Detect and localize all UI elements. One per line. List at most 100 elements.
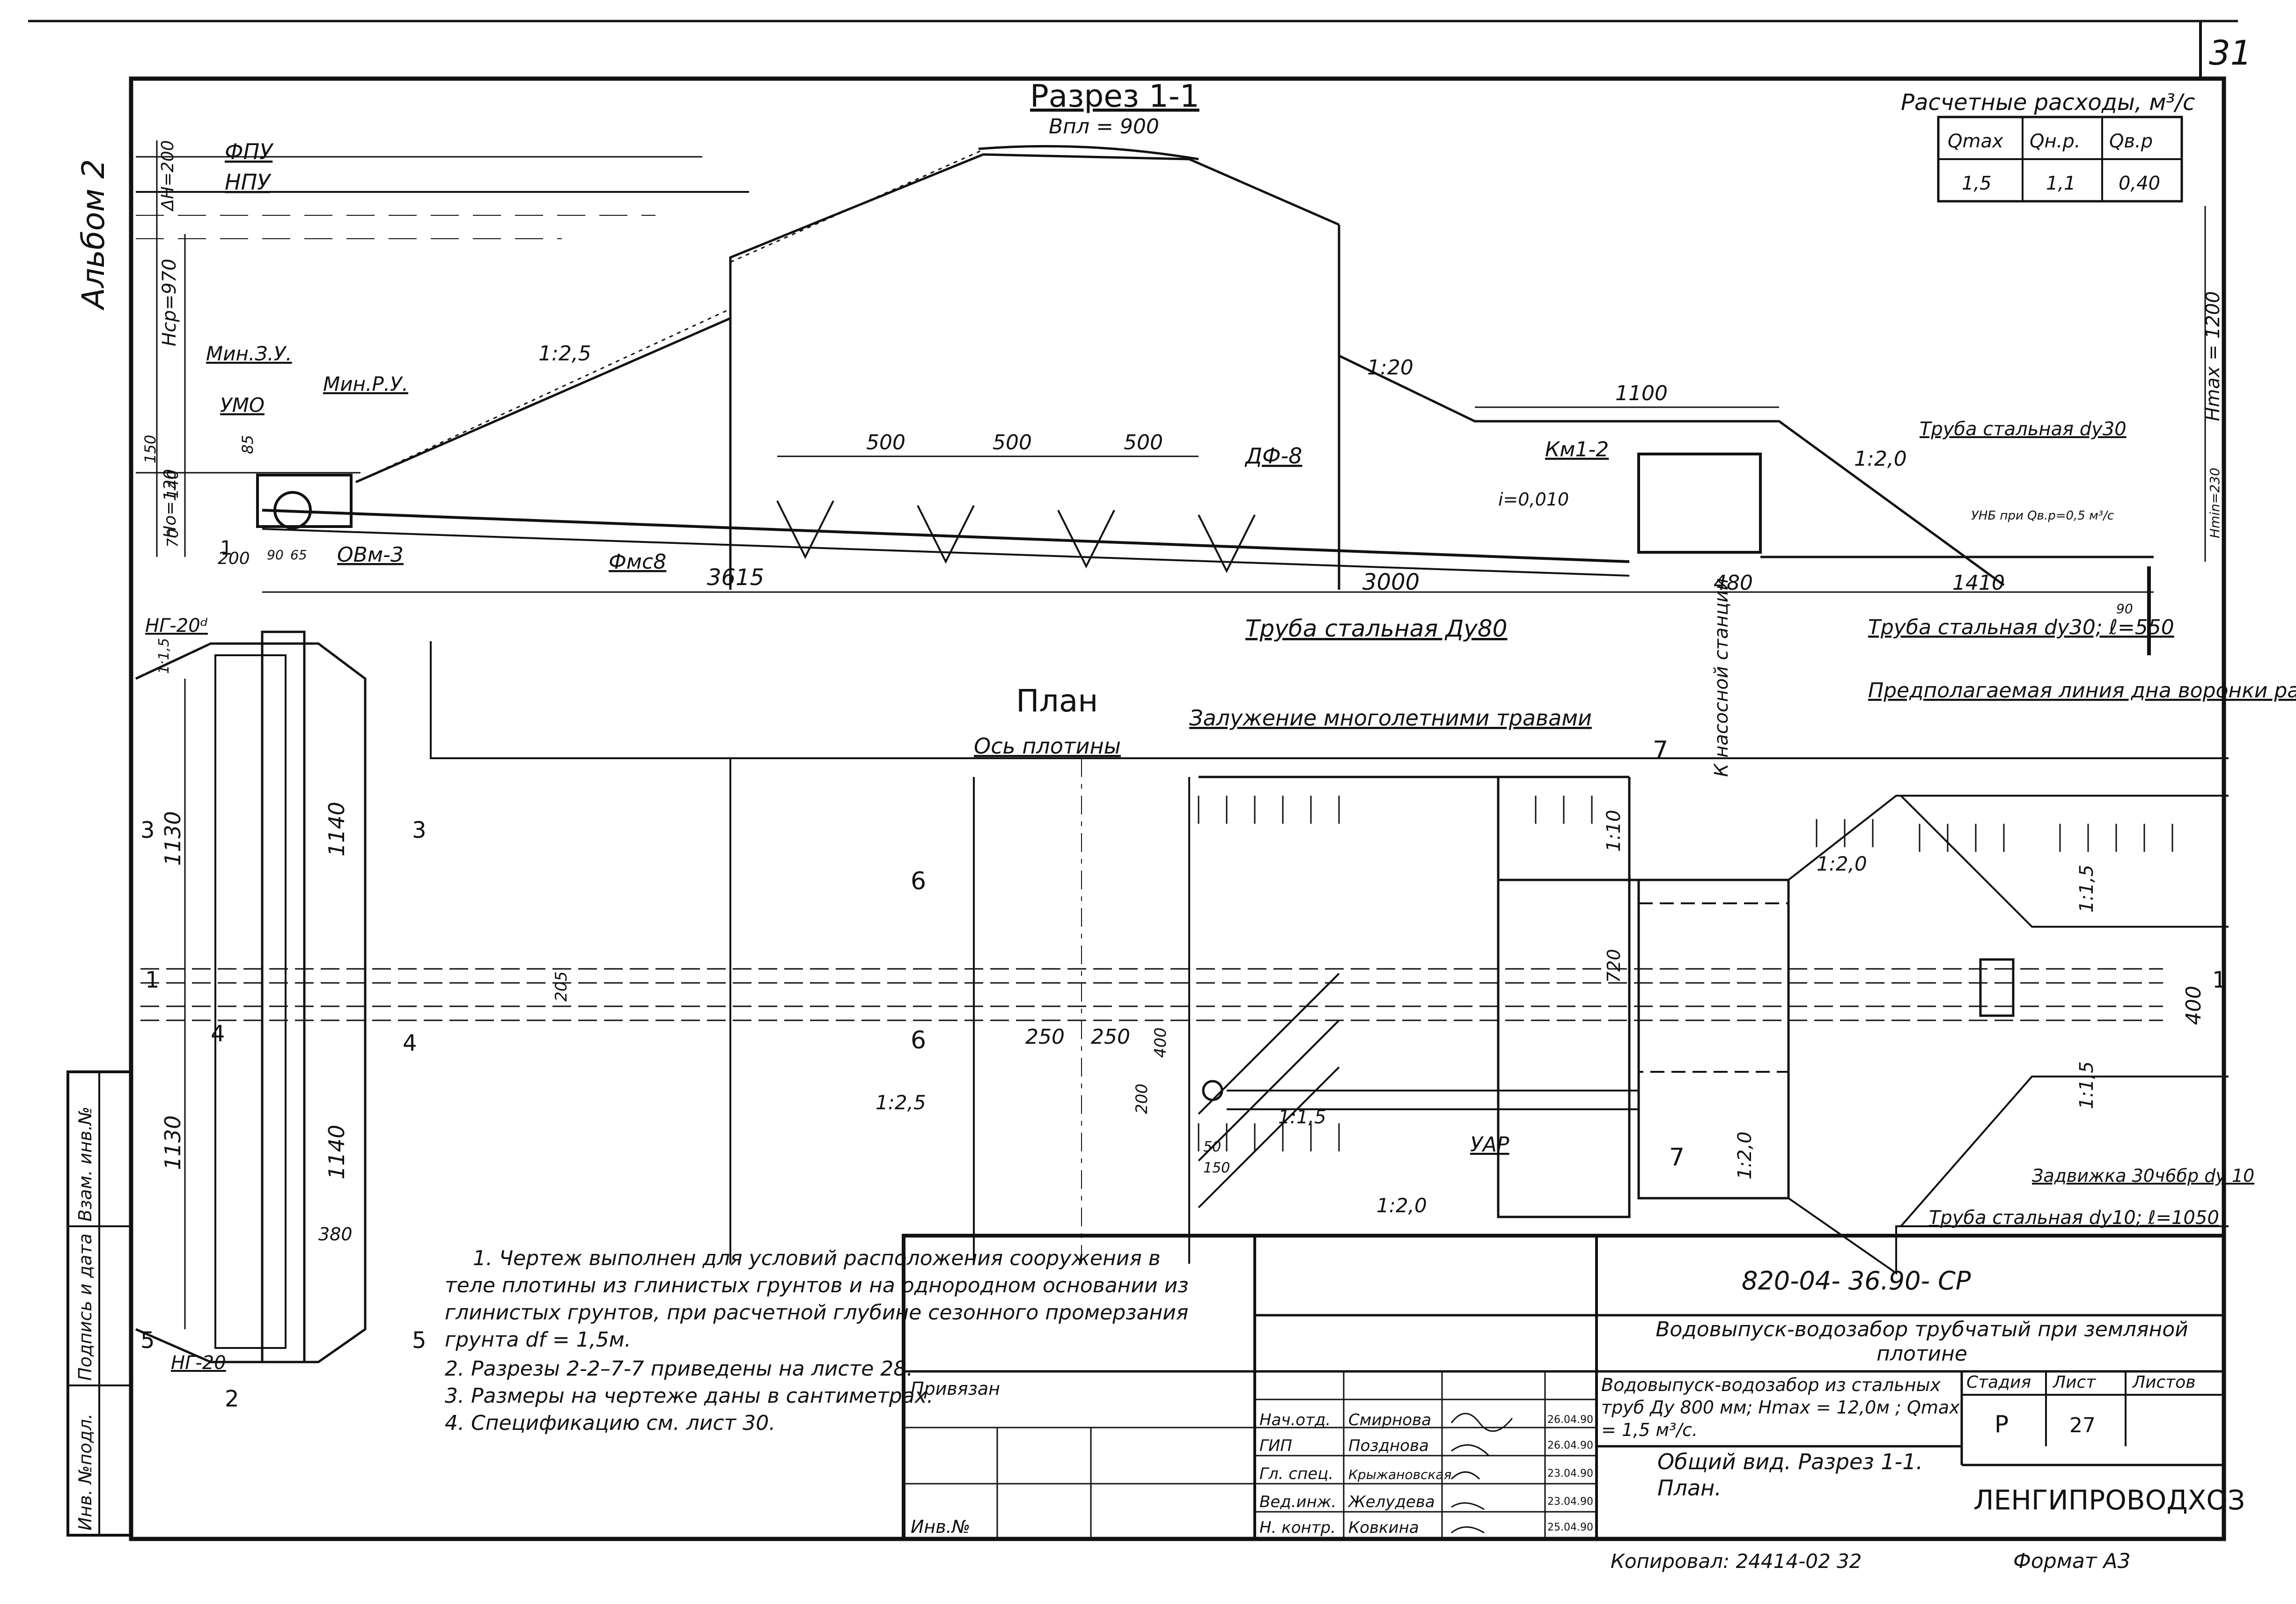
label-pipe-dy80: Труба стальная Ду80 xyxy=(1245,615,1508,642)
dim-150: 150 xyxy=(141,435,159,463)
general-notes: 1. Чертеж выполнен для условий расположе… xyxy=(445,1246,1189,1435)
plan-slope-1: 1:10 xyxy=(1603,810,1625,852)
label-pipe-dy10: Труба стальная dу10; ℓ=1050 xyxy=(1929,1207,2219,1229)
plan-dim-205: 205 xyxy=(552,971,571,1002)
dim-1410: 1410 xyxy=(1952,571,2005,595)
sig-name-4: Ковкина xyxy=(1348,1518,1419,1537)
label-ovm: ОВм-3 xyxy=(337,543,404,567)
label-pipe-dy30-top: Труба стальная dу30 xyxy=(1920,418,2127,440)
level-min-zu: Мин.З.У. xyxy=(206,342,292,365)
sig-name-1: Позднова xyxy=(1348,1436,1429,1455)
flow-value-qvr: 0,40 xyxy=(2119,173,2160,194)
dim-90: 90 xyxy=(267,547,284,563)
cut-5-right: 5 xyxy=(412,1327,427,1354)
cut-3-left: 3 xyxy=(140,817,155,843)
plan-dim-1140-top: 1140 xyxy=(324,802,349,857)
level-min-ru: Мин.Р.У. xyxy=(323,373,408,396)
sheet-value: 27 xyxy=(2069,1414,2096,1437)
dim-200: 200 xyxy=(218,549,250,568)
plan-labels: Залужение многолетними травами Ось плоти… xyxy=(145,578,2254,1374)
plan-dim-400-left: 400 xyxy=(1151,1027,1170,1058)
stamp-inv-podl: Инв. №подл. xyxy=(75,1414,96,1531)
label-valve: Задвижка 30ч6бр dу 10 xyxy=(2032,1165,2254,1186)
cut-5-left: 5 xyxy=(140,1327,155,1354)
note-4: 4. Спецификацию см. лист 30. xyxy=(445,1411,776,1435)
label-to-pump: К насосной станции xyxy=(1711,578,1732,777)
sig-name-0: Смирнова xyxy=(1348,1411,1431,1429)
sig-date-3: 23.04.90 xyxy=(1547,1496,1593,1508)
plan-dim-1130-bottom: 1130 xyxy=(160,1115,185,1170)
plan-dim-50: 50 xyxy=(1203,1139,1221,1155)
stamp-replaced-inv: Взам. инв.№ xyxy=(75,1106,96,1222)
level-fpu: ФПУ xyxy=(225,139,274,164)
plan-slope-6: 1:2,0 xyxy=(1734,1131,1756,1179)
album-label: Альбом 2 xyxy=(75,159,111,311)
water-levels: ФПУ НПУ Мин.З.У. УМО Мин.Р.У. xyxy=(136,139,749,474)
drawing-code: 820-04- 36.90- СР xyxy=(1742,1266,1971,1296)
copied-by: Копировал: 24414-02 32 xyxy=(1611,1550,1862,1573)
flow-table-title: Расчетные расходы, м³/с xyxy=(1901,89,2195,116)
dim-delta-h: ΔН=200 xyxy=(158,140,177,212)
cut-6-bottom: 6 xyxy=(911,1026,926,1055)
cut-7-bottom: 7 xyxy=(1669,1143,1685,1172)
label-ng20: НГ-20 xyxy=(171,1352,226,1374)
sheet-number: 31 xyxy=(2209,33,2252,73)
sig-date-4: 25.04.90 xyxy=(1547,1522,1593,1533)
sig-name-3: Желудева xyxy=(1347,1493,1435,1511)
label-fms: Фмс8 xyxy=(609,550,666,574)
sig-role-4: Н. контр. xyxy=(1259,1518,1336,1537)
label-ng20d: НГ-20ᵈ xyxy=(145,615,208,637)
sheets-label: Листов xyxy=(2132,1373,2195,1392)
label-hmax: Hmax = 1200 xyxy=(2202,291,2224,421)
title-block: 820-04- 36.90- СР Водовыпуск-водозабор т… xyxy=(902,1234,2245,1541)
plan-structure xyxy=(135,630,2229,1363)
flow-header-qvr: Qв.р xyxy=(2109,131,2153,152)
section-dimensions: 500 500 500 1100 3615 3000 480 1410 200 … xyxy=(218,381,2154,616)
plan-dim-720: 720 xyxy=(1604,949,1624,983)
flow-header-qmax: Qmax xyxy=(1948,131,2003,152)
plan-slopes: 1:1,5 1:10 1:2,0 1:1,5 1:1,5 1:1,5 1:2,0… xyxy=(156,638,2097,1217)
dim-500-c: 500 xyxy=(1124,431,1163,454)
label-grass: Залужение многолетними травами xyxy=(1189,705,1592,731)
note-3: 3. Размеры на чертеже даны в сантиметрах… xyxy=(445,1384,934,1408)
label-km: Км1-2 xyxy=(1545,438,1609,461)
plan-dim-250-b: 250 xyxy=(1091,1025,1130,1049)
slope-upstream: 1:2,5 xyxy=(538,342,591,366)
cut-6-top: 6 xyxy=(911,867,926,895)
signature-rows: Нач.отд. Смирнова 26.04.90 ГИП Позднова … xyxy=(1259,1411,1593,1537)
plan-dim-380: 380 xyxy=(318,1224,353,1245)
sig-role-1: ГИП xyxy=(1259,1436,1292,1455)
plan-dimensions: 1130 1130 1140 1140 380 205 250 250 400 … xyxy=(160,679,2206,1329)
stamp-signature-date: Подпись и дата xyxy=(75,1233,96,1381)
signature-scribbles xyxy=(1450,1413,1513,1534)
label-dam-axis: Ось плотины xyxy=(974,733,1121,759)
section-cut-marks: 1 1 2 3 3 4 4 5 5 6 6 7 7 1 xyxy=(140,536,2227,1412)
dim-3000: 3000 xyxy=(1362,569,1420,595)
stage-label: Стадия xyxy=(1966,1373,2031,1392)
cut-1-left: 1 xyxy=(145,967,160,993)
organization: ЛЕНГИПРОВОДХОЗ xyxy=(1973,1484,2245,1516)
dim-500-b: 500 xyxy=(993,431,1032,454)
dim-90-right: 90 xyxy=(2116,601,2133,616)
structure-description: Водовыпуск-водозабор из стальных труб Ду… xyxy=(1601,1375,1960,1440)
side-stamp-strip: Инв. №подл. Подпись и дата Взам. инв.№ xyxy=(66,1070,132,1537)
label-pipe-dy30-bottom: Труба стальная dу30; ℓ=550 xyxy=(1868,615,2174,639)
sig-name-2: Крыжановская xyxy=(1348,1467,1451,1482)
label-hmin: Hmin=230 xyxy=(2207,468,2222,538)
cut-7-top: 7 xyxy=(1653,736,1668,764)
plan-slope-5: 1:1,5 xyxy=(1278,1106,1326,1128)
drawing-content: Общий вид. Разрез 1-1. План. xyxy=(1657,1449,1923,1501)
label-grade: i=0,010 xyxy=(1498,489,1569,510)
dim-3615: 3615 xyxy=(707,564,764,591)
slope-lower: 1:2,0 xyxy=(1854,447,1907,471)
plan-dim-400-right: 400 xyxy=(2182,986,2206,1025)
cut-4-left: 4 xyxy=(211,1021,225,1047)
dim-ho: Но=130 xyxy=(161,469,180,538)
outlet-pipeline: ДФ-8 Км1-2 i=0,010 ОВм-3 Фмс8 Труба стал… xyxy=(256,206,2296,703)
plan-dim-150: 150 xyxy=(1203,1160,1230,1176)
section-title: Разрез 1-1 xyxy=(1030,78,1200,114)
left-vertical-dims: ΔН=200 Нср=970 Но=130 150 140 70 85 xyxy=(141,140,257,557)
privyazan-label: Привязан xyxy=(911,1378,1000,1399)
level-npu: НПУ xyxy=(225,169,272,195)
plan-slope-8: 1:2,0 xyxy=(1376,1194,1427,1217)
